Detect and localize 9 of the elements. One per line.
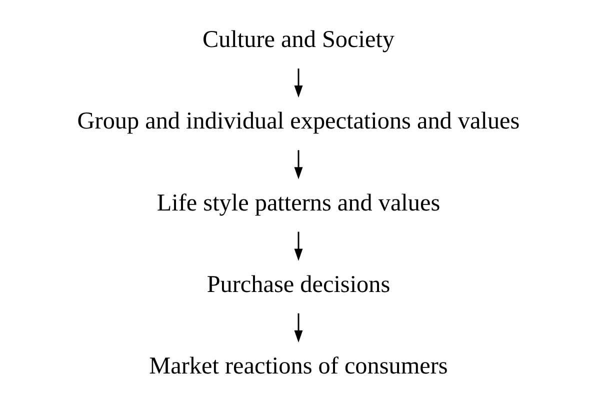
node-text: Market reactions of consumers	[149, 352, 448, 380]
arrow	[294, 150, 303, 180]
node-text: Culture and Society	[202, 26, 394, 54]
arrow	[294, 68, 303, 98]
node-text: Life style patterns and values	[156, 189, 440, 216]
arrow	[294, 232, 303, 261]
node-text: Group and individual expectations and values	[77, 108, 520, 135]
node-text: Purchase decisions	[206, 270, 390, 298]
arrow	[294, 313, 303, 342]
